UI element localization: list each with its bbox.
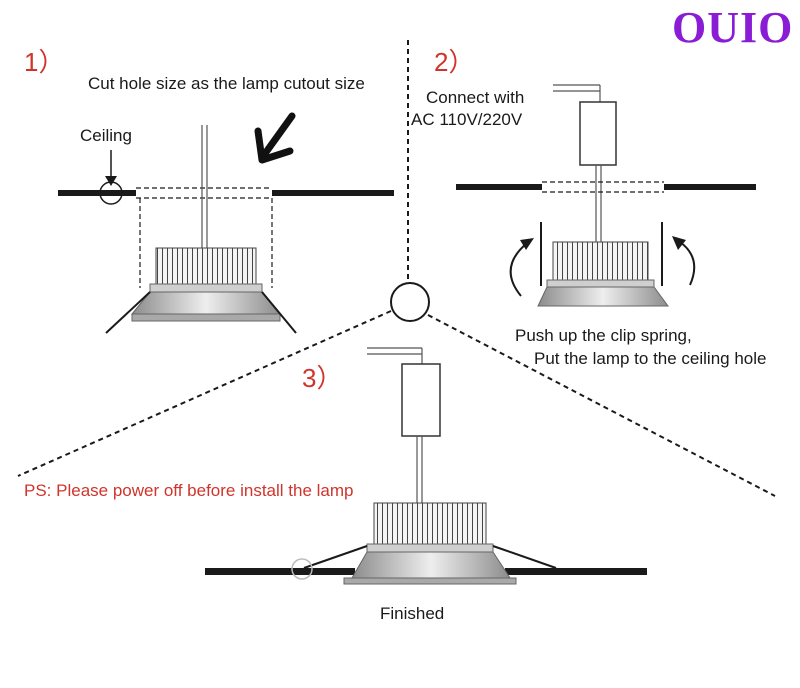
step1-arrow-icon xyxy=(254,112,296,164)
step3-lamp xyxy=(303,502,557,585)
step1-ceiling-right xyxy=(272,190,394,196)
step-number-3: 3） xyxy=(302,363,343,393)
step1-lamp xyxy=(105,125,297,334)
power-off-warning: PS: Please power off before install the … xyxy=(24,481,354,500)
step3-ceiling-right xyxy=(505,568,647,575)
step2-push-line2: Put the lamp to the ceiling hole xyxy=(534,349,767,368)
step3-ceiling-left xyxy=(205,568,355,575)
step3-driver-box xyxy=(401,363,441,437)
section-dividers xyxy=(17,40,776,497)
step2-connect-line1: Connect with xyxy=(426,88,525,107)
step2-driver-box xyxy=(579,101,617,166)
step3-clip-circle xyxy=(291,558,313,580)
step1-ceiling-label: Ceiling xyxy=(80,126,132,145)
step2-lamp xyxy=(537,222,669,307)
step2-curved-arrow-left-icon xyxy=(509,238,534,297)
step1-cutout-guide xyxy=(136,187,273,288)
step2-drawing xyxy=(456,84,756,307)
brand-logo: OUIO xyxy=(672,3,794,52)
step1-instruction: Cut hole size as the lamp cutout size xyxy=(88,74,365,93)
step2-ceiling-left xyxy=(456,184,542,190)
step2-cutout-guide xyxy=(542,181,664,193)
divider-left xyxy=(17,310,392,477)
step-number-1: 1） xyxy=(24,47,65,77)
step2-connect-line2: AC 110V/220V xyxy=(411,110,523,129)
step-number-2: 2） xyxy=(434,47,475,77)
step1-ceiling-pointer-head xyxy=(105,176,117,186)
step3-drawing xyxy=(205,347,647,585)
step2-push-line1: Push up the clip spring, xyxy=(515,326,692,345)
step1-drawing xyxy=(58,112,394,334)
step3-finished-label: Finished xyxy=(380,604,445,623)
step2-curved-arrow-right-icon xyxy=(672,236,696,286)
step2-ceiling-right xyxy=(664,184,756,190)
divider-right xyxy=(427,314,776,497)
step1-ceiling-left xyxy=(58,190,136,196)
center-circle xyxy=(390,282,430,322)
